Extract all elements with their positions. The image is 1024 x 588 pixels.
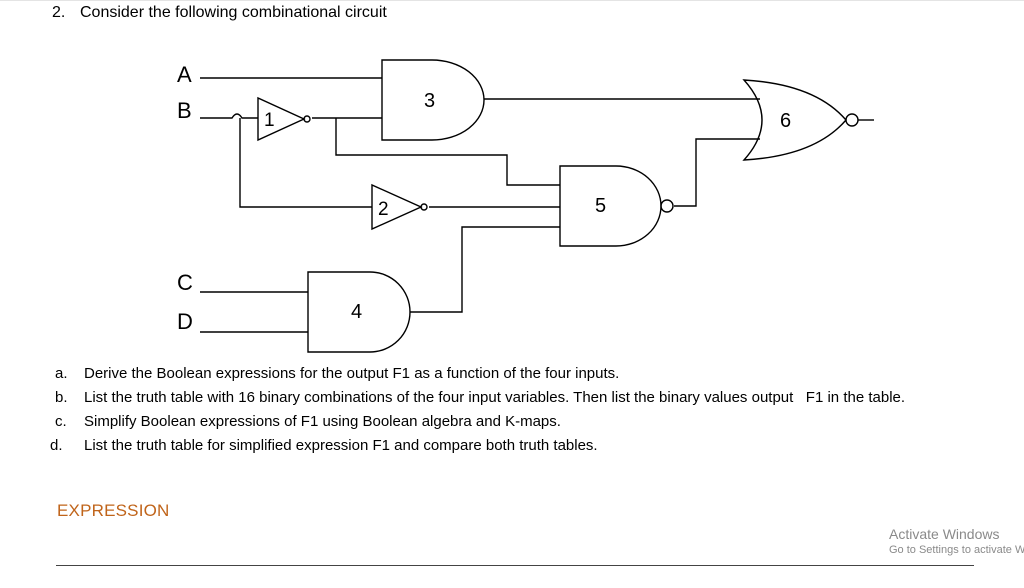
gate-4-label: 4 [351,301,362,323]
gate-2-not [371,183,423,231]
task-text: Derive the Boolean expressions for the o… [84,365,620,382]
gate-6-label: 6 [780,110,791,132]
task-text: List the truth table with 16 binary comb… [84,389,906,406]
question-title: Consider the following combinational cir… [80,4,387,21]
task-item-d: d. List the truth table for simplified e… [50,434,980,458]
gate-1-label: 1 [264,110,275,131]
task-mark: c. [55,413,67,430]
gate-2-label: 2 [378,199,389,220]
gate-1-not [257,96,306,142]
task-mark: d. [50,437,63,454]
wire-gate5-out [674,138,760,207]
question-number: 2. [52,4,66,21]
gate-6-bubble [845,113,859,127]
task-list: a. Derive the Boolean expressions for th… [50,362,980,458]
task-mark: b. [55,389,68,406]
gate-5-bubble [660,199,674,213]
wire-b-down [239,118,372,208]
task-item-b: b. List the truth table with 16 binary c… [50,386,980,410]
input-label-a: A [177,62,192,87]
wire-b [200,113,258,119]
gate-2-bubble [420,203,428,211]
top-border [0,0,1024,1]
wire-gate4-out [410,226,560,313]
task-text: List the truth table for simplified expr… [84,437,598,454]
gate-5-label: 5 [595,195,606,217]
gate-6-nor [742,79,847,161]
task-item-a: a. Derive the Boolean expressions for th… [50,362,980,386]
wire-b-to-gate5 [335,118,560,186]
question-header: 2. Consider the following combinational c… [52,4,387,22]
circuit-diagram: A B C D 1 2 3 4 5 6 [177,59,874,353]
gate-3-label: 3 [424,90,435,112]
task-item-c: c. Simplify Boolean expressions of F1 us… [50,410,980,434]
gate-5-nand [559,165,662,247]
input-label-d: D [177,309,193,334]
answer-line [56,565,974,566]
watermark-subtitle: Go to Settings to activate Windows. [889,544,1024,556]
expression-heading: EXPRESSION [57,501,170,520]
watermark-title: Activate Windows [889,526,1000,542]
gate-4-and [307,271,411,353]
task-text: Simplify Boolean expressions of F1 using… [84,413,561,430]
gate-1-bubble [303,115,311,123]
task-mark: a. [55,365,68,382]
input-label-b: B [177,98,192,123]
input-label-c: C [177,270,193,295]
gate-3-and [381,59,485,141]
